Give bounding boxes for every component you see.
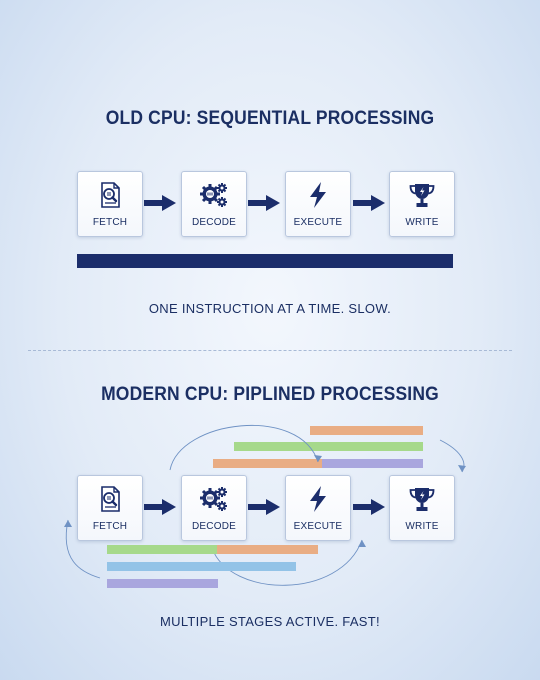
modern-execute-label: EXECUTE — [293, 521, 343, 532]
old-execute-label: EXECUTE — [293, 217, 343, 228]
pipeline-bar-orange-top — [310, 426, 423, 435]
old-cpu-title: OLD CPU: SEQUENTIAL PROCESSING — [105, 108, 435, 129]
modern-fetch-label: FETCH — [92, 521, 128, 532]
modern-cpu-title: MODERN CPU: PIPLINED PROCESSING — [101, 384, 439, 405]
pipeline-bar-blue-bottom — [107, 562, 296, 571]
modern-decode-label: DECODE — [192, 521, 236, 532]
pipeline-bar-orange-mid — [213, 459, 322, 468]
section-divider — [28, 350, 512, 351]
old-decode-stage: DECODE — [181, 171, 247, 237]
modern-decode-stage: DECODE — [181, 475, 247, 541]
arrow-right-icon — [144, 499, 176, 515]
gears-icon — [199, 484, 229, 514]
sequential-timeline-bar — [77, 254, 453, 268]
pipeline-bar-purple-top — [322, 459, 423, 468]
magnifier-document-icon — [95, 484, 125, 514]
old-fetch-label: FETCH — [92, 217, 128, 228]
pipeline-bar-green-bottom — [107, 545, 217, 554]
modern-write-stage: WRITE — [389, 475, 455, 541]
old-cpu-caption: ONE INSTRUCTION AT A TIME. SLOW. — [148, 301, 392, 316]
trophy-icon — [407, 484, 437, 514]
modern-execute-stage: EXECUTE — [285, 475, 351, 541]
pipeline-bar-orange-bottom — [217, 545, 318, 554]
arrow-right-icon — [248, 499, 280, 515]
modern-fetch-stage: FETCH — [77, 475, 143, 541]
old-execute-stage: EXECUTE — [285, 171, 351, 237]
pipeline-bar-green-top — [234, 442, 423, 451]
lightning-icon — [303, 484, 333, 514]
old-decode-label: DECODE — [192, 217, 236, 228]
old-fetch-stage: FETCH — [77, 171, 143, 237]
modern-write-label: WRITE — [405, 521, 439, 532]
modern-cpu-caption: MULTIPLE STAGES ACTIVE. FAST! — [160, 614, 380, 629]
old-write-label: WRITE — [405, 217, 439, 228]
arrow-right-icon — [353, 499, 385, 515]
pipeline-bar-purple-bottom — [107, 579, 218, 588]
old-write-stage: WRITE — [389, 171, 455, 237]
